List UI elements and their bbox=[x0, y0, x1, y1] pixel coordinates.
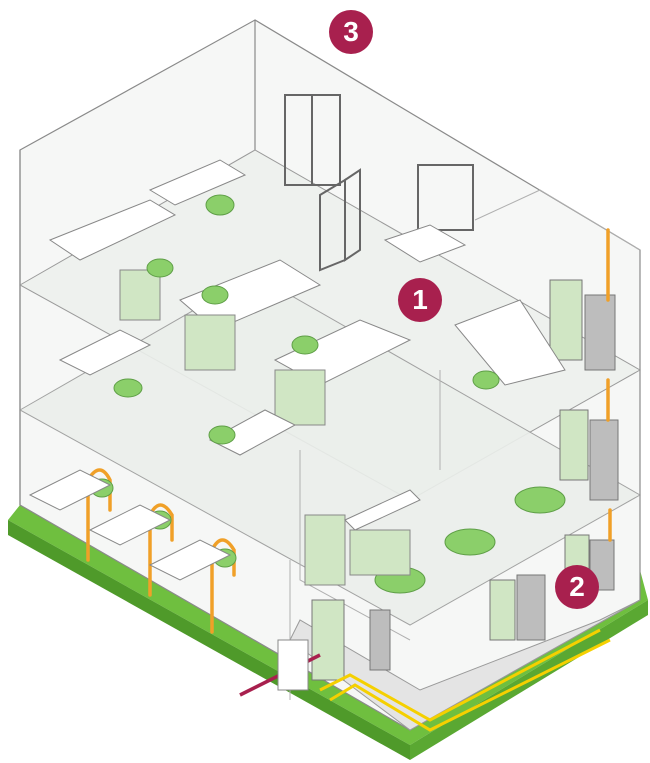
entry-cable bbox=[239, 639, 321, 697]
floor-cabling bbox=[319, 628, 611, 732]
desks-lower bbox=[28, 469, 232, 581]
server-racks bbox=[311, 279, 619, 681]
badge-1: 1 bbox=[398, 278, 442, 322]
doors bbox=[284, 94, 474, 272]
cafeteria-tables bbox=[374, 486, 566, 594]
badge-3: 3 bbox=[329, 10, 373, 54]
badge-2: 2 bbox=[555, 565, 599, 609]
kitchen bbox=[304, 489, 421, 586]
desks-upper bbox=[48, 159, 566, 456]
